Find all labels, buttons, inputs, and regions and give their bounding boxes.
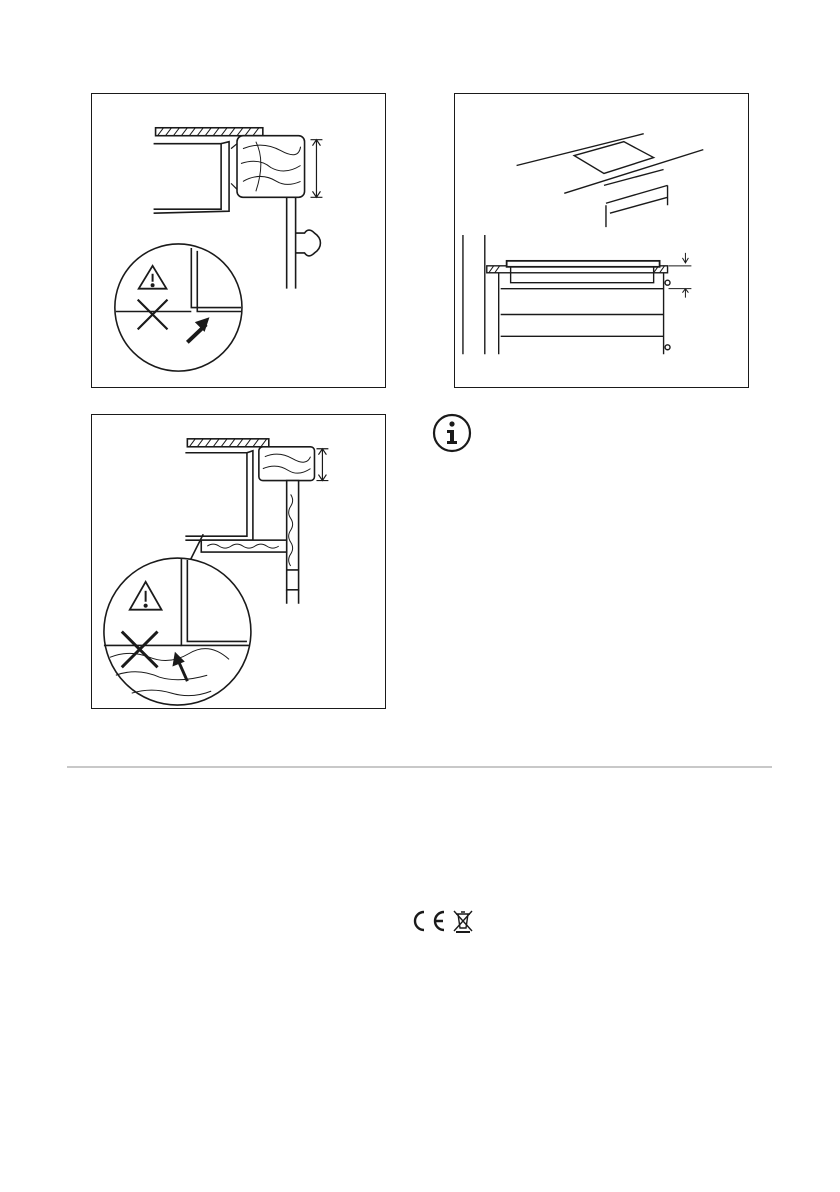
info-icon <box>432 413 472 453</box>
hob-installation-illustration <box>455 94 748 387</box>
shelf-edge-illustration <box>92 415 385 708</box>
figure-hob-installed-in-worktop <box>454 93 749 388</box>
section-divider <box>67 766 772 768</box>
weee-crossed-bin-icon <box>454 911 472 932</box>
compliance-marks <box>404 908 480 934</box>
figure-edge-warning-shelf <box>91 414 386 709</box>
ce-mark-icon <box>415 912 444 930</box>
figure-edge-warning-worktop <box>91 93 386 388</box>
worktop-edge-illustration <box>92 94 385 387</box>
